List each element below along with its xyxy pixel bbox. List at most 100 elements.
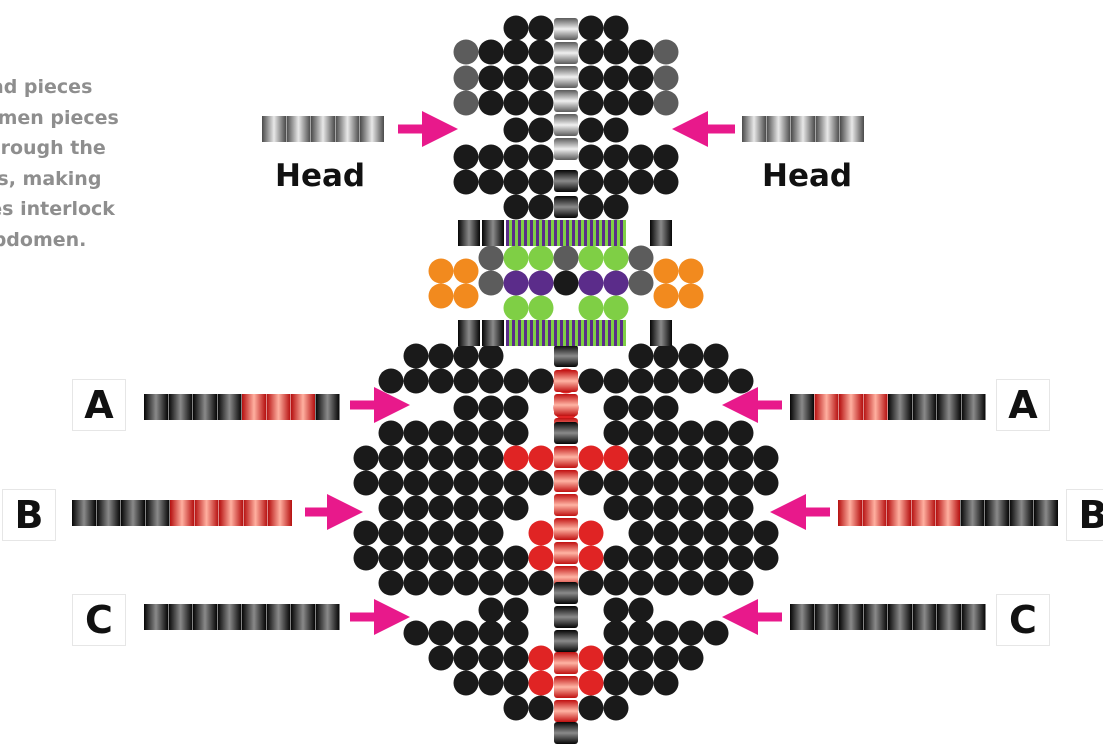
bead xyxy=(528,645,554,671)
strip-bead xyxy=(193,394,217,420)
a-strip-right xyxy=(790,394,986,420)
bead xyxy=(528,194,554,220)
strip-bead xyxy=(1009,500,1034,526)
bead xyxy=(678,420,704,446)
bead xyxy=(628,670,654,696)
center-tube-bead xyxy=(554,422,578,444)
strip-bead xyxy=(291,394,315,420)
collar-tube-bead xyxy=(530,320,542,346)
bead xyxy=(478,420,504,446)
bead xyxy=(603,545,629,571)
bead xyxy=(528,39,554,65)
label-b-right: B xyxy=(1066,489,1103,541)
bead xyxy=(428,470,454,496)
bead xyxy=(653,144,679,170)
bead xyxy=(603,194,629,220)
bead xyxy=(603,65,629,91)
bead xyxy=(478,65,504,91)
strip-bead xyxy=(266,604,291,630)
bead xyxy=(603,620,629,646)
bead xyxy=(503,245,529,271)
collar-tube-bead xyxy=(602,320,614,346)
bead xyxy=(503,597,529,623)
bead xyxy=(528,670,554,696)
bead xyxy=(628,520,654,546)
strip-bead xyxy=(742,116,766,142)
bead xyxy=(703,368,729,394)
bead xyxy=(478,245,504,271)
strip-bead xyxy=(315,604,340,630)
bead xyxy=(603,90,629,116)
bead xyxy=(678,620,704,646)
strip-bead xyxy=(243,500,268,526)
bead xyxy=(578,270,604,296)
bead xyxy=(678,545,704,571)
bead xyxy=(503,445,529,471)
bead xyxy=(478,144,504,170)
bead xyxy=(628,495,654,521)
bead xyxy=(428,283,454,309)
collar-tube-bead xyxy=(650,220,672,246)
strip-bead xyxy=(961,394,986,420)
bead xyxy=(578,117,604,143)
bead xyxy=(453,39,479,65)
bead xyxy=(678,343,704,369)
bead xyxy=(503,368,529,394)
bead xyxy=(653,39,679,65)
center-tube-bead xyxy=(554,345,578,367)
bead xyxy=(603,15,629,41)
bead xyxy=(428,545,454,571)
bead xyxy=(403,343,429,369)
bead xyxy=(728,368,754,394)
collar-tube-bead xyxy=(542,320,554,346)
bead xyxy=(728,445,754,471)
bead xyxy=(378,445,404,471)
bead xyxy=(678,258,704,284)
bead xyxy=(453,169,479,195)
strip-bead xyxy=(863,394,888,420)
strip-bead xyxy=(790,394,814,420)
bead xyxy=(453,470,479,496)
bead xyxy=(503,270,529,296)
bead xyxy=(703,470,729,496)
bead xyxy=(628,270,654,296)
strip-bead xyxy=(217,394,242,420)
bead xyxy=(578,15,604,41)
collar-tube-bead xyxy=(602,220,614,246)
bead xyxy=(528,295,554,321)
strip-bead xyxy=(961,604,986,630)
center-tube-bead xyxy=(554,42,578,64)
strip-bead xyxy=(862,500,887,526)
bead xyxy=(603,597,629,623)
collar-tube-bead xyxy=(518,220,530,246)
instruction-line: ead pieces xyxy=(0,76,93,98)
bead xyxy=(628,245,654,271)
bead xyxy=(403,445,429,471)
bead xyxy=(753,545,779,571)
bead xyxy=(503,420,529,446)
strip-bead xyxy=(790,604,814,630)
bead xyxy=(428,343,454,369)
bead xyxy=(678,520,704,546)
bead xyxy=(628,368,654,394)
bead-grid xyxy=(353,15,779,721)
strip-bead xyxy=(268,500,292,526)
bead xyxy=(628,645,654,671)
strip-bead xyxy=(766,116,791,142)
head-label-left: Head xyxy=(275,158,366,194)
bead xyxy=(653,395,679,421)
bead xyxy=(528,695,554,721)
strip-bead xyxy=(937,394,961,420)
bead xyxy=(503,144,529,170)
strip-bead xyxy=(170,500,194,526)
bead xyxy=(603,570,629,596)
center-tube-bead xyxy=(554,722,578,744)
bead xyxy=(503,39,529,65)
bead xyxy=(453,645,479,671)
collar-tube-bead xyxy=(458,220,480,246)
bead xyxy=(453,520,479,546)
strip-bead xyxy=(217,604,242,630)
bead xyxy=(528,90,554,116)
bead xyxy=(653,368,679,394)
